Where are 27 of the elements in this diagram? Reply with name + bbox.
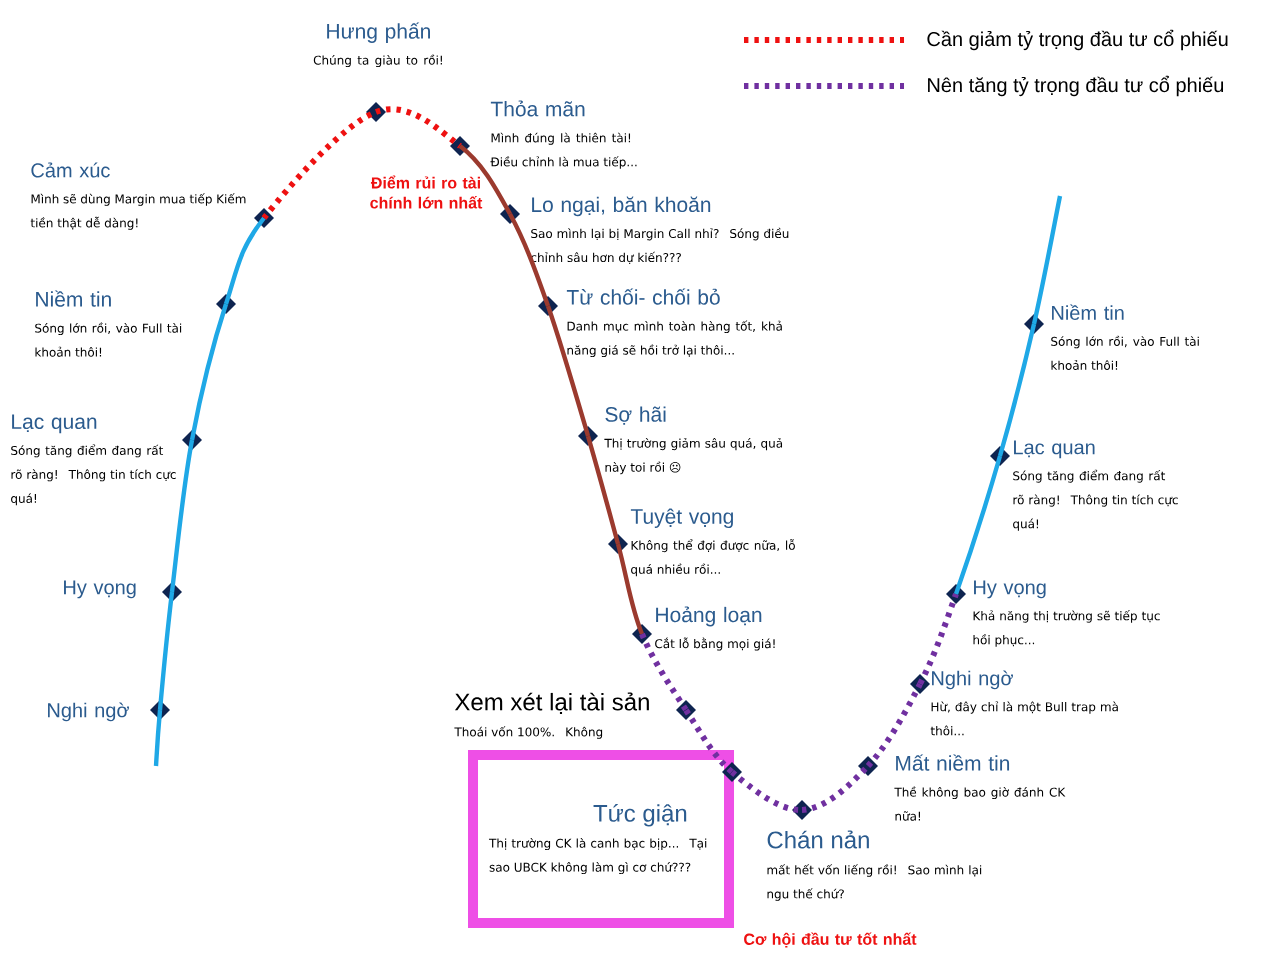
curve-segment [1031, 195, 1063, 325]
stage-label: Hy vọng [64, 580, 136, 599]
curve-segment [615, 543, 645, 635]
legend-text: Cần giảm tỷ trọng đầu tư cổ phiếu [927, 29, 1228, 51]
legend-text: Nên tăng tỷ trọng đầu tư cổ phiếu [928, 75, 1224, 97]
curve-segment [223, 216, 266, 305]
curve-segment [189, 303, 229, 441]
curve-segment [169, 439, 195, 593]
curve-segment [997, 323, 1037, 457]
curve-segment [865, 682, 923, 768]
curve-segment [261, 109, 378, 220]
stage-label: Nghi ngờ [48, 702, 129, 722]
curve-segment [917, 593, 959, 686]
curve-segment [508, 212, 551, 307]
curve-segment [157, 591, 175, 711]
curve-segment [153, 709, 163, 767]
curve-segment [801, 763, 871, 813]
curve-segment [585, 435, 621, 545]
annotation-text: Cơ hội đầu tư tốt nhất [744, 932, 917, 948]
curve-segment [458, 144, 512, 216]
curve-segment [730, 769, 803, 813]
curve-segment [953, 455, 1003, 595]
curve-segment [375, 106, 462, 149]
curve-segment [545, 305, 591, 437]
curve-segment [683, 708, 735, 775]
annotation-text: Điểm rủi ro tài chính lớn nhất [370, 175, 483, 209]
curve-segment [639, 632, 689, 712]
